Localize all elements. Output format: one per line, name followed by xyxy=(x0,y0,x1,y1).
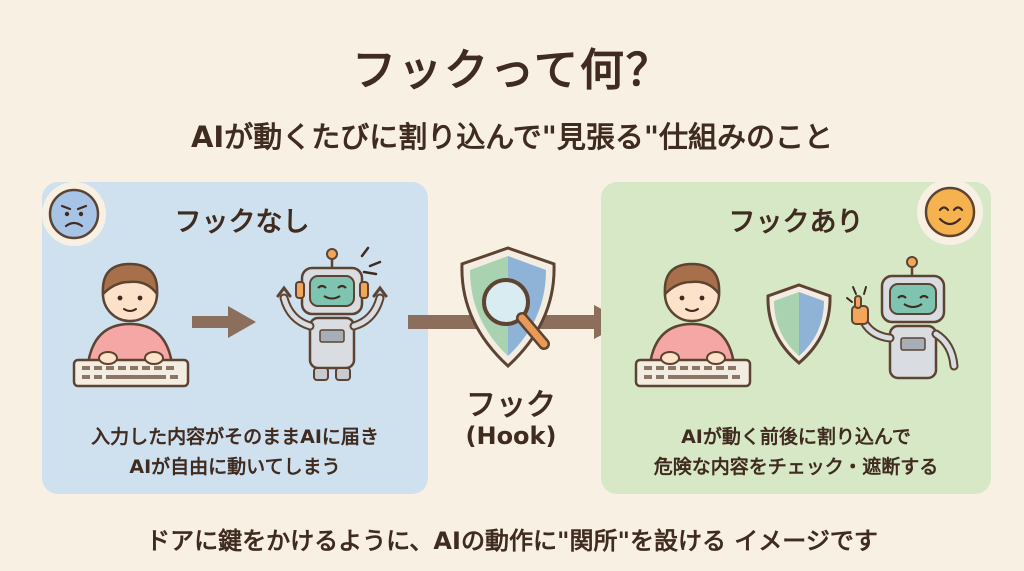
page-subtitle: AIが動くたびに割り込んで"見張る"仕組みのこと xyxy=(190,120,833,154)
caption-without-hook-line2: AIが自由に動いてしまう xyxy=(129,456,341,478)
person-at-keyboard-icon xyxy=(66,252,196,390)
arrow-right-icon xyxy=(192,304,258,340)
hook-sublabel: (Hook) xyxy=(465,422,557,450)
caption-with-hook-line1: AIが動く前後に割り込んで xyxy=(681,426,911,448)
robot-thumbs-up-icon xyxy=(846,254,966,384)
smiling-face-icon xyxy=(914,178,986,250)
worried-face-icon xyxy=(38,182,108,252)
person-at-keyboard-icon xyxy=(628,252,758,390)
caption-with-hook-line2: 危険な内容をチェック・遮断する xyxy=(653,456,939,478)
robot-unrestrained-icon xyxy=(266,246,396,382)
hook-label: フック xyxy=(466,388,556,423)
footer-note: ドアに鍵をかけるように、AIの動作に"関所"を設ける イメージです xyxy=(146,527,878,555)
shield-magnifier-icon xyxy=(456,244,566,370)
panel-title-with-hook: フックあり xyxy=(728,207,864,238)
panel-title-without-hook: フックなし xyxy=(174,207,310,238)
page-title: フックって何？ xyxy=(352,45,672,96)
caption-without-hook-line1: 入力した内容がそのままAIに届き xyxy=(91,426,379,448)
shield-icon xyxy=(764,282,834,366)
